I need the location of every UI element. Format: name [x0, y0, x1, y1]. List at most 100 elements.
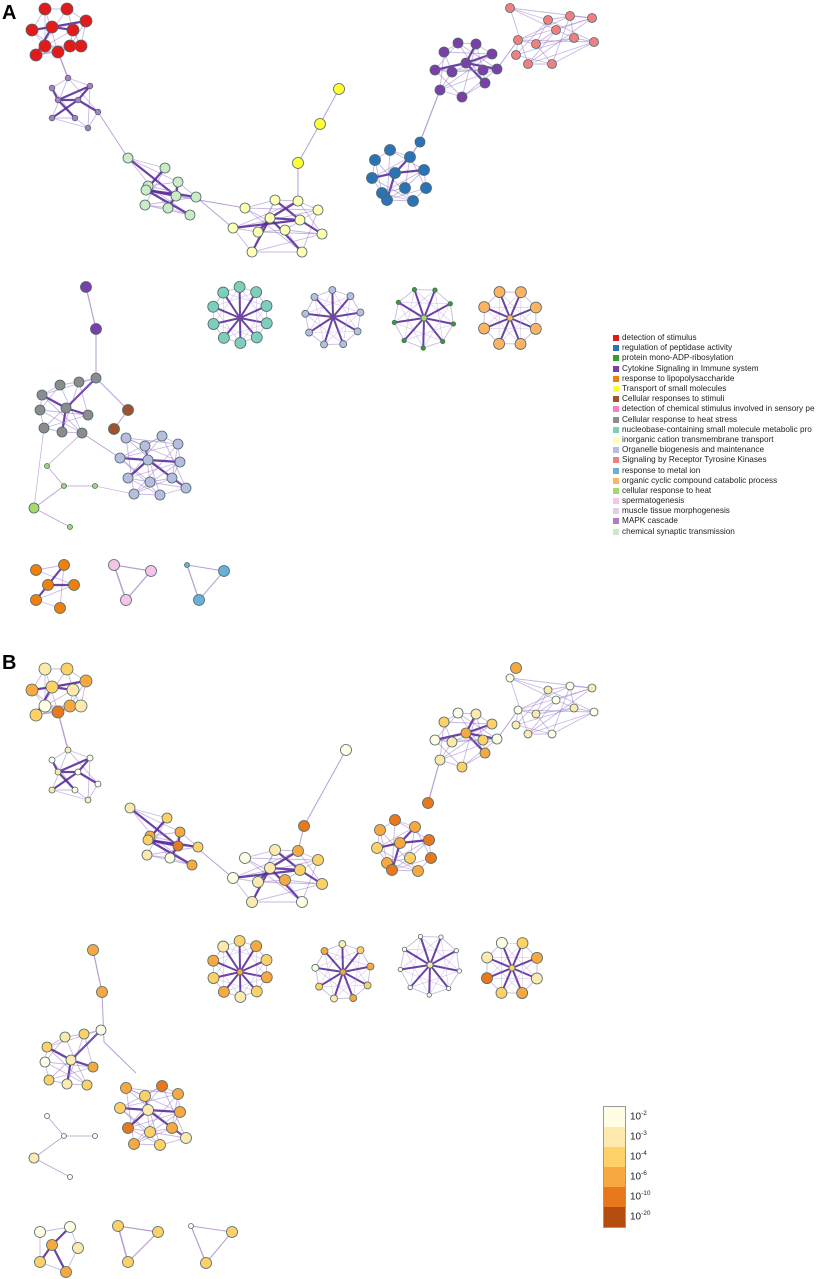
- network-edge: [429, 936, 442, 966]
- legend-label: Cytokine Signaling in Immune system: [622, 363, 759, 373]
- network-node: [246, 246, 258, 258]
- network-node: [523, 729, 533, 739]
- network-node: [59, 1031, 71, 1043]
- network-node: [36, 389, 48, 401]
- network-node: [94, 108, 102, 116]
- legend-swatch: [613, 386, 619, 393]
- network-node: [493, 286, 506, 298]
- network-node: [569, 703, 579, 713]
- network-edge: [419, 89, 441, 143]
- network-edge: [212, 306, 241, 344]
- network-node: [505, 673, 515, 683]
- network-edge: [35, 584, 75, 601]
- legend-swatch: [613, 416, 619, 423]
- network-node: [269, 844, 281, 856]
- network-node: [530, 301, 542, 314]
- network-edge: [129, 807, 181, 833]
- network-node: [34, 404, 46, 416]
- network-edge: [376, 826, 416, 849]
- network-node: [314, 118, 326, 130]
- network-edge: [515, 707, 575, 726]
- network-edge: [223, 292, 267, 307]
- network-node: [227, 872, 239, 884]
- network-node: [34, 1226, 46, 1238]
- network-edge: [308, 289, 333, 333]
- network-node: [190, 191, 202, 203]
- network-node: [161, 812, 173, 824]
- network-node: [122, 1256, 134, 1268]
- network-node: [74, 699, 88, 713]
- network-node: [369, 154, 381, 166]
- network-edge: [146, 846, 199, 856]
- network-edge: [149, 481, 187, 489]
- network-edge: [133, 461, 181, 495]
- network-edge: [409, 936, 421, 988]
- network-edge: [483, 291, 522, 329]
- network-node: [142, 834, 154, 846]
- network-edge: [284, 879, 323, 885]
- network-edge: [313, 296, 334, 318]
- network-node: [122, 152, 134, 164]
- network-node: [329, 313, 337, 321]
- network-edge: [352, 950, 361, 999]
- network-node: [264, 862, 276, 874]
- network-edge: [451, 723, 493, 743]
- legend-item: chemical synaptic transmission: [613, 527, 823, 537]
- scale-label: 10-10: [630, 1190, 651, 1203]
- network-node: [58, 559, 70, 571]
- network-edge: [455, 950, 460, 972]
- network-node: [108, 559, 120, 571]
- network-node: [174, 456, 186, 468]
- network-node: [54, 379, 66, 391]
- network-edge: [198, 570, 225, 601]
- network-edge: [486, 957, 523, 994]
- legend-swatch: [613, 477, 619, 484]
- network-node: [470, 708, 482, 720]
- network-edge: [398, 302, 424, 349]
- network-edge: [244, 207, 303, 253]
- network-node: [250, 331, 263, 344]
- network-edge: [420, 936, 460, 972]
- network-edge: [314, 296, 361, 313]
- network-node: [61, 1078, 73, 1090]
- legend-item: spermatogenesis: [613, 496, 823, 506]
- network-edge: [77, 99, 99, 113]
- network-node: [531, 39, 541, 49]
- network-node: [76, 427, 88, 439]
- panel-label-b: B: [2, 652, 17, 674]
- network-node: [186, 859, 198, 871]
- network-edge: [57, 756, 91, 774]
- network-node: [250, 940, 263, 953]
- legend-item: response to lipopolysaccharide: [613, 374, 823, 384]
- network-node: [513, 705, 523, 715]
- network-node: [170, 190, 182, 202]
- network-node: [460, 57, 472, 69]
- network-edge: [428, 950, 457, 996]
- network-edge: [244, 857, 303, 903]
- legend-label: inorganic cation transmembrane transport: [622, 434, 774, 444]
- network-edge: [46, 1115, 65, 1137]
- legend-item: response to metal ion: [613, 465, 823, 475]
- network-node: [66, 683, 80, 697]
- network-node: [217, 286, 230, 299]
- network-edge: [323, 950, 344, 973]
- network-node: [511, 720, 521, 730]
- network-node: [218, 565, 230, 577]
- network-node: [44, 463, 50, 469]
- network-node: [340, 744, 352, 756]
- network-node: [184, 209, 196, 221]
- network-edge: [342, 943, 368, 986]
- scale-label: 10-3: [630, 1130, 647, 1143]
- network-node: [65, 1054, 77, 1066]
- network-node: [48, 786, 56, 794]
- network-node: [226, 1226, 238, 1238]
- network-edge: [145, 189, 191, 216]
- network-node: [92, 1133, 98, 1139]
- network-node: [547, 729, 557, 739]
- network-node: [292, 195, 304, 207]
- network-node: [296, 896, 308, 908]
- network-edge: [517, 15, 571, 41]
- network-node: [28, 1152, 40, 1164]
- network-edge: [324, 950, 371, 967]
- network-node: [374, 824, 386, 836]
